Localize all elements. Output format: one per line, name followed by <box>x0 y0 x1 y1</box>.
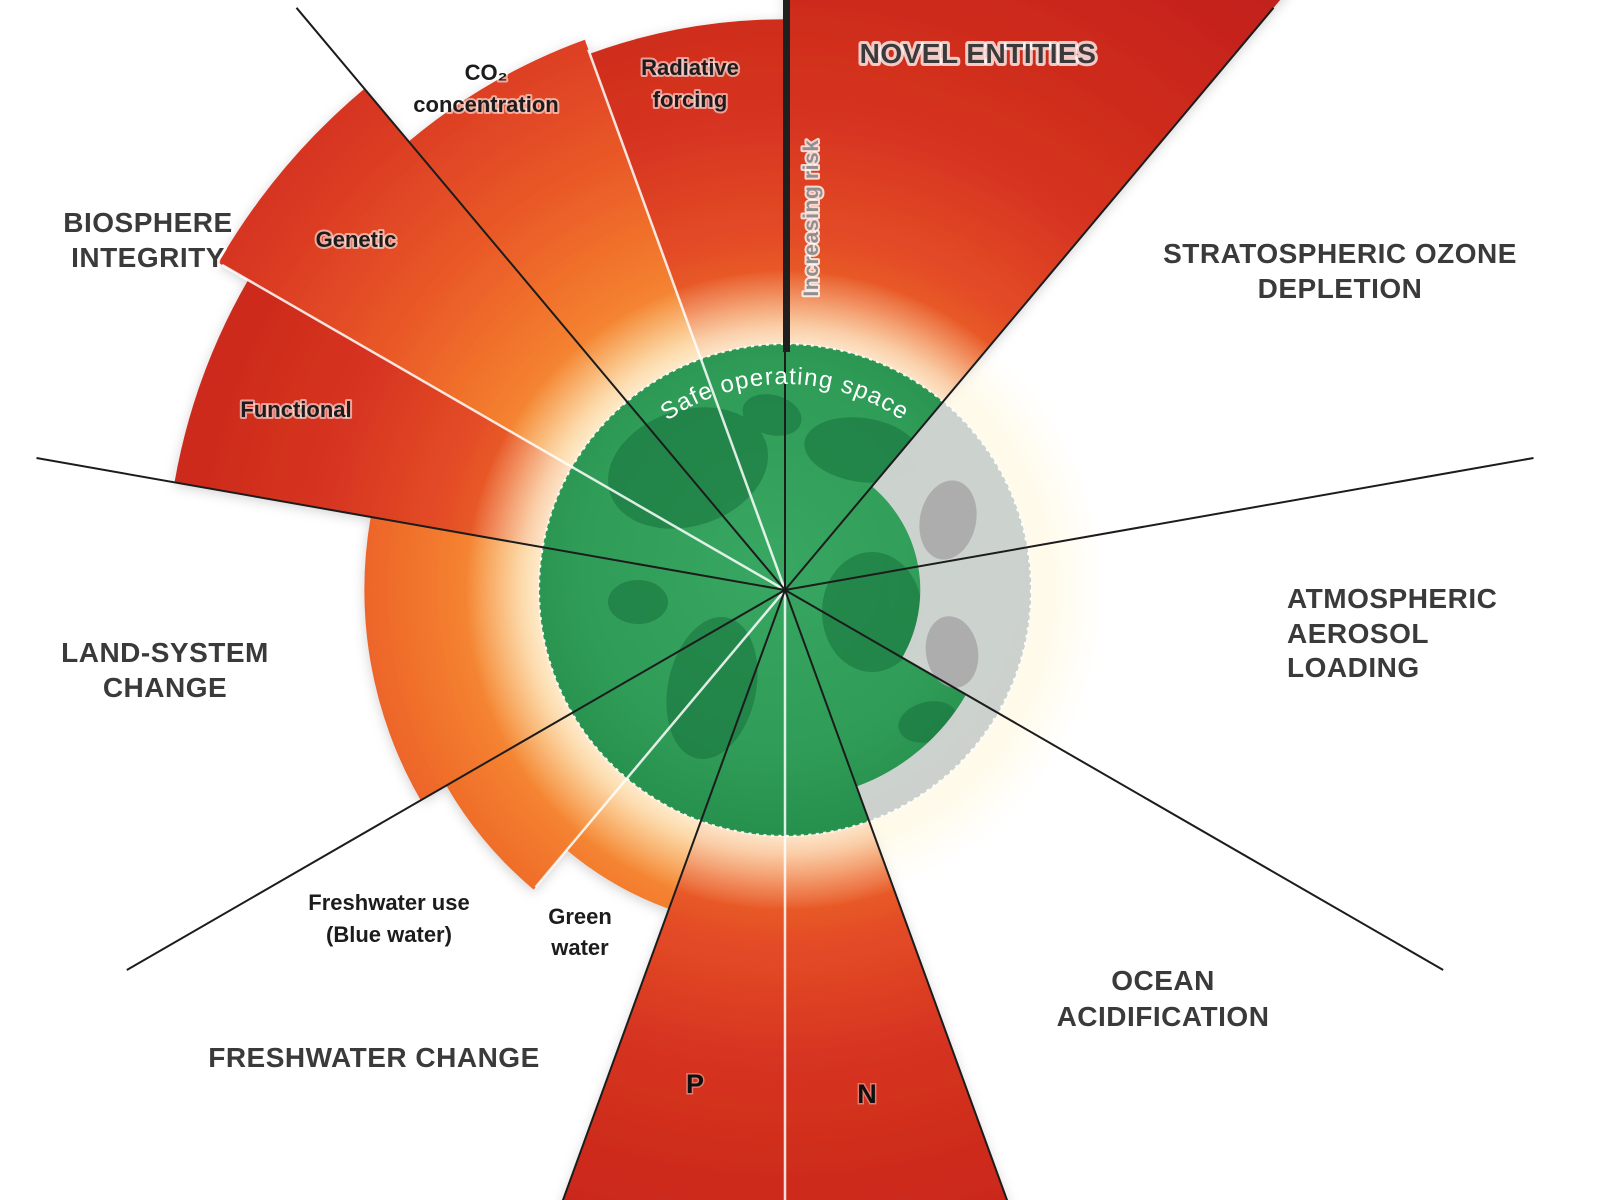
sector-line-160 <box>784 589 1009 1200</box>
boundary-dotted-circle <box>537 342 1033 838</box>
sector-line-200 <box>561 589 786 1200</box>
label-aerosol-line2: AEROSOL <box>1287 618 1429 649</box>
continents-gray <box>919 480 979 688</box>
label-ozone-line1: STRATOSPHERIC OZONE <box>1163 238 1517 269</box>
label-novel-entities: NOVEL ENTITIES <box>860 38 1097 69</box>
sector-line-80 <box>784 457 1534 591</box>
label-phosphorus: P <box>686 1069 704 1099</box>
label-land-line1: LAND-SYSTEM <box>61 637 269 668</box>
label-land-line2: CHANGE <box>103 672 227 703</box>
increasing-risk-label: Increasing risk <box>800 139 823 296</box>
divider-line-300 <box>221 263 786 592</box>
label-radiative-line2: forcing <box>653 87 728 112</box>
label-radiative-line1: Radiative <box>641 55 739 80</box>
label-nitrogen: N <box>857 1079 877 1109</box>
sector-line-240 <box>126 589 786 971</box>
sector-line-40 <box>784 7 1275 591</box>
label-ocean-line1: OCEAN <box>1111 965 1215 996</box>
label-biosphere-line2: INTEGRITY <box>71 242 225 273</box>
label-co2-line2: concentration <box>413 92 558 117</box>
label-ozone-line2: DEPLETION <box>1258 273 1423 304</box>
label-green-water-line1: Green <box>548 904 612 929</box>
label-genetic: Genetic <box>316 227 397 252</box>
sub-sector-dividers <box>221 49 787 1200</box>
label-biosphere-line1: BIOSPHERE <box>63 207 232 238</box>
zone-ocean-acidification <box>856 694 998 822</box>
label-blue-water-line2: (Blue water) <box>326 922 452 947</box>
label-aerosol-line3: LOADING <box>1287 652 1420 683</box>
label-co2-line1: CO₂ <box>465 60 508 85</box>
label-functional: Functional <box>240 397 351 422</box>
sector-boundary-lines <box>36 0 1534 1200</box>
label-ocean-line2: ACIDIFICATION <box>1057 1001 1270 1032</box>
divider-line-340 <box>587 49 787 591</box>
label-blue-water-line1: Freshwater use <box>308 890 469 915</box>
labels: NOVEL ENTITIES STRATOSPHERIC OZONE DEPLE… <box>58 35 1519 1111</box>
sector-line-320 <box>295 7 786 591</box>
sector-line-280 <box>36 457 786 591</box>
label-green-water-line2: water <box>550 935 609 960</box>
divider-line-220 <box>534 589 786 889</box>
sector-line-120 <box>784 589 1444 971</box>
label-aerosol-line1: ATMOSPHERIC <box>1287 583 1497 614</box>
label-freshwater-change: FRESHWATER CHANGE <box>208 1042 540 1073</box>
